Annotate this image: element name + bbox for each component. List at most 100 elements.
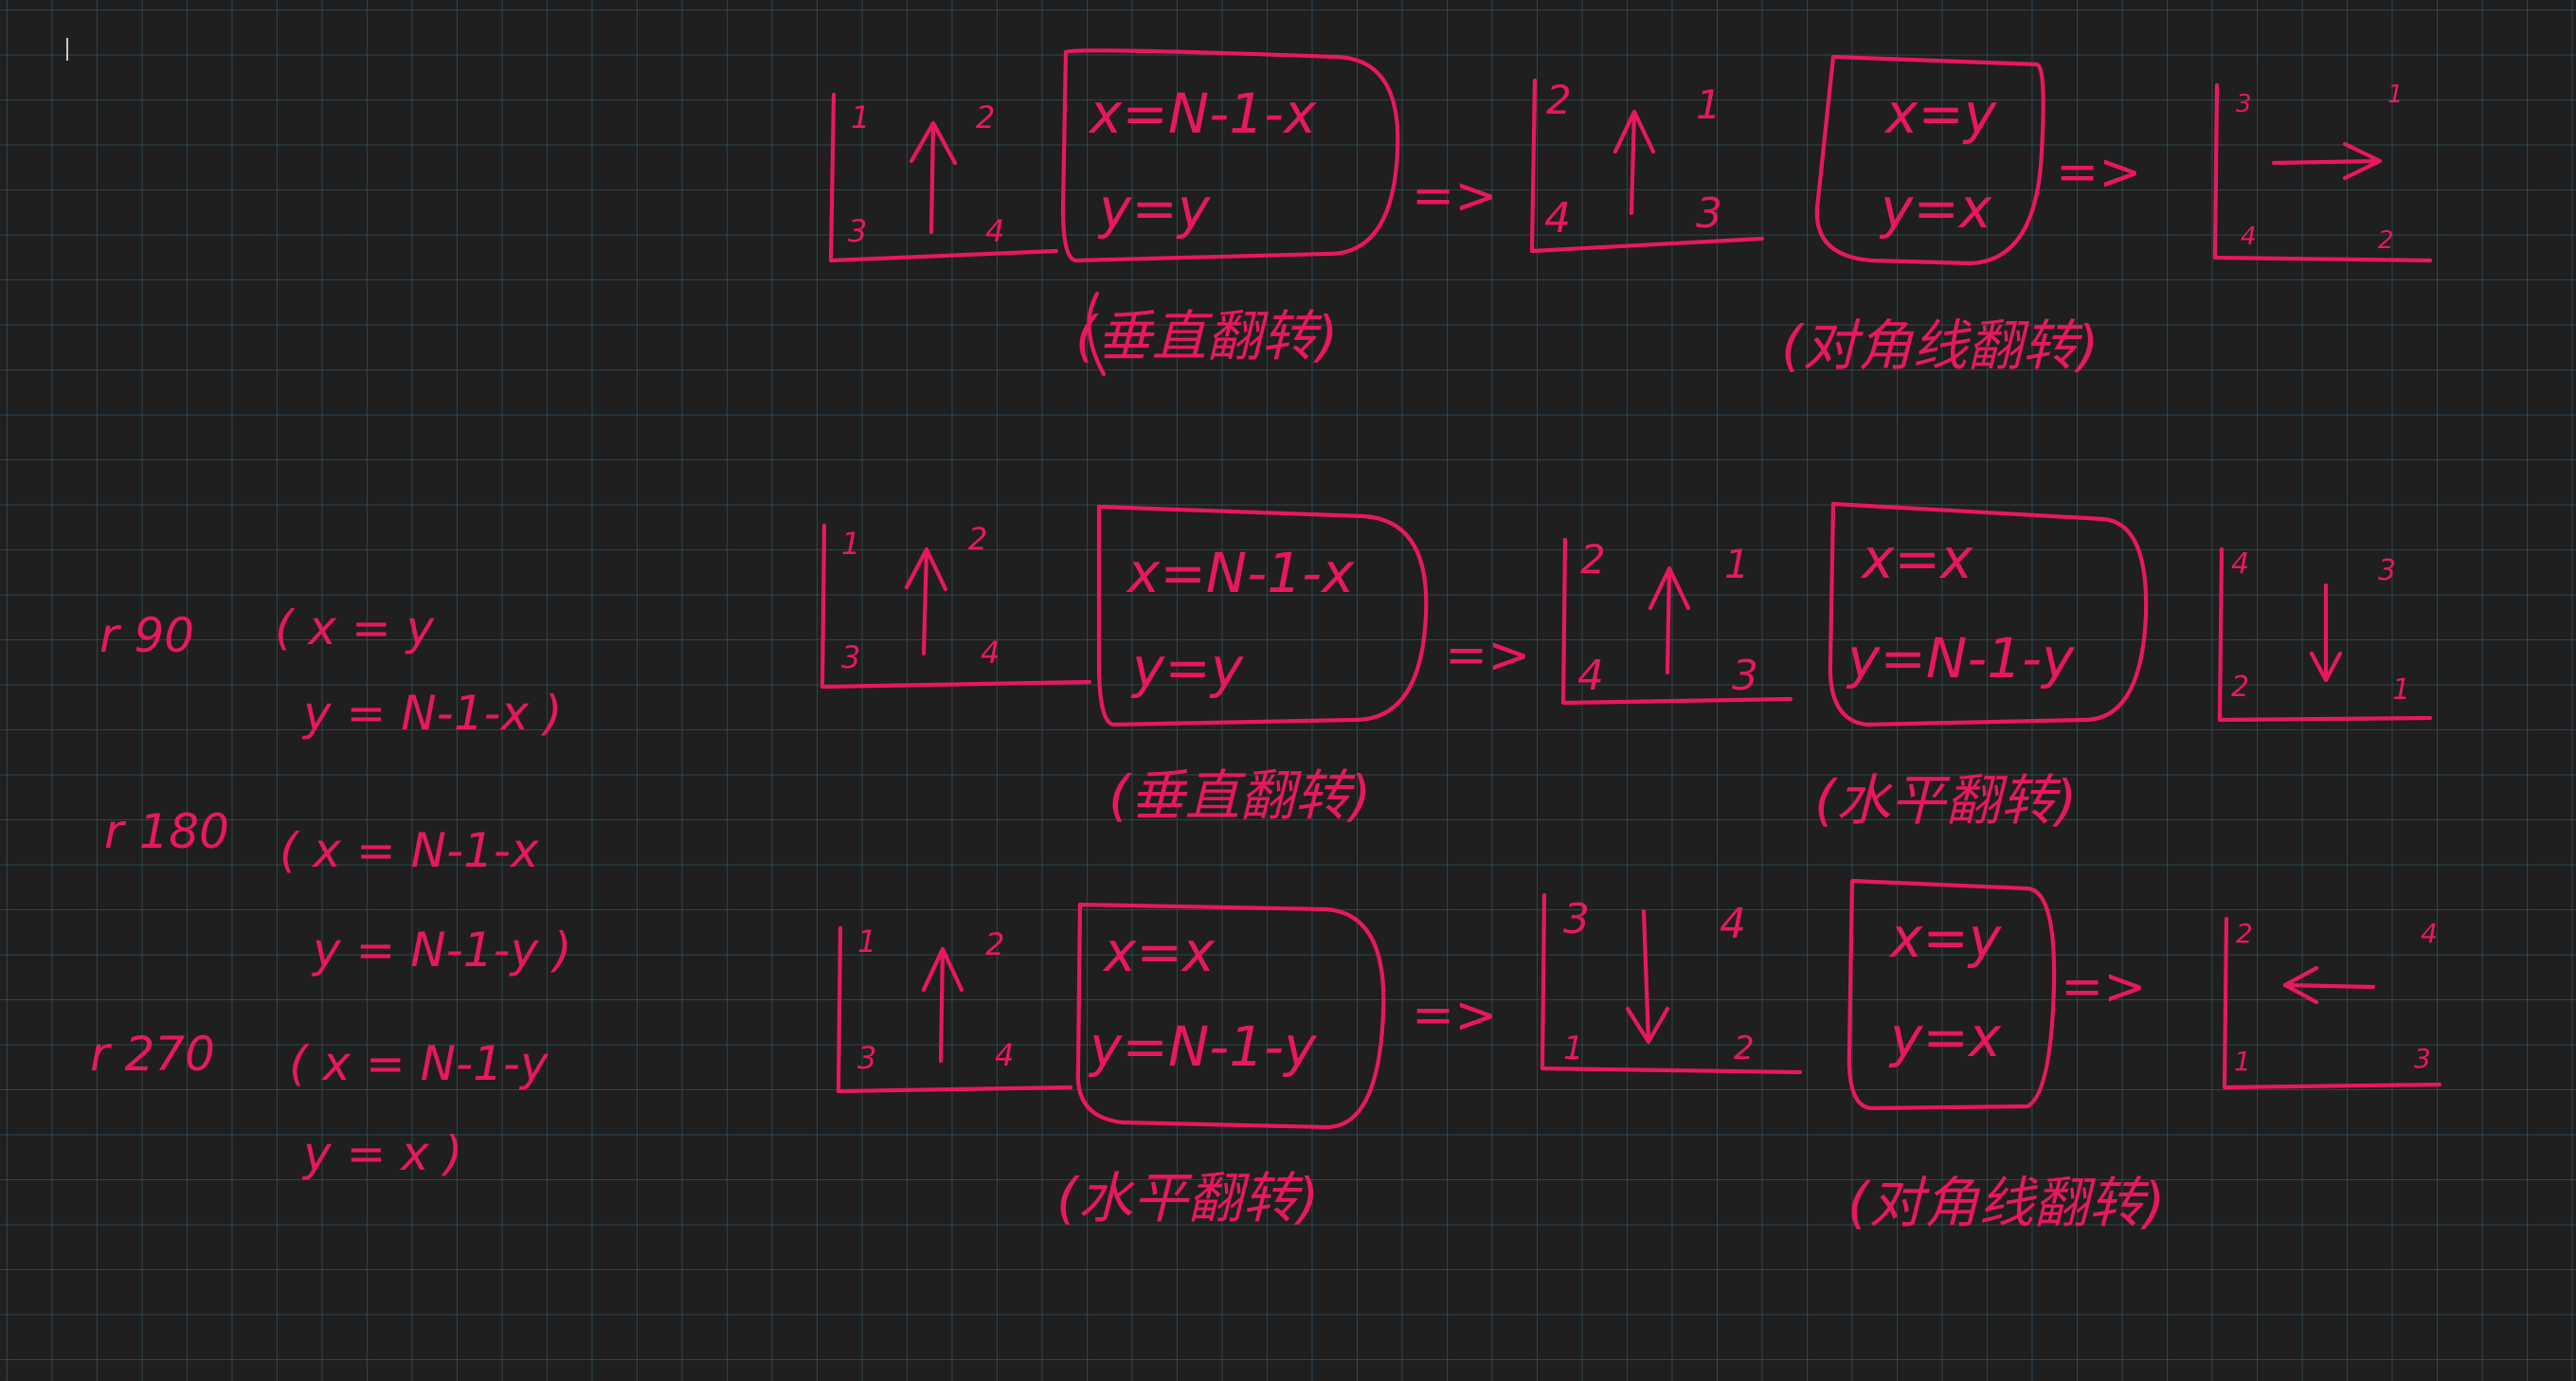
row-3-mid-matrix: 3 4 1 2 — [1540, 892, 1803, 1075]
row-1: 1 2 3 4 x=N-1-x y=y (垂直翻转) => 2 1 4 3 x=… — [828, 48, 2433, 378]
row-3-end-matrix: 2 4 1 3 — [2222, 916, 2442, 1090]
corner-bottom-left: 2 — [2231, 671, 2249, 704]
step1-caption: (垂直翻转) — [1075, 304, 1338, 368]
row-2: 1 2 3 4 x=N-1-x y=y (垂直翻转) => 2 1 4 3 x=… — [820, 501, 2433, 833]
implies-arrow: => — [1412, 985, 1498, 1045]
row-3-start-matrix: 1 2 3 4 — [836, 924, 1073, 1094]
corner-bottom-right: 3 — [1696, 189, 1722, 238]
corner-top-right: 2 — [985, 926, 1004, 962]
corner-bottom-right: 2 — [1734, 1030, 1755, 1067]
corner-top-right: 2 — [968, 521, 987, 557]
corner-bottom-right: 3 — [2414, 1043, 2431, 1074]
step1-line2: y=y — [1130, 636, 1244, 700]
corner-top-left: 1 — [851, 99, 870, 135]
matrix-bracket — [836, 925, 1073, 1094]
step2-line2: y=x — [1879, 176, 1992, 241]
row-2-step2: x=x y=N-1-y (水平翻转) — [1814, 501, 2149, 833]
row-3-step1: x=x y=N-1-y (水平翻转) — [1056, 902, 1386, 1230]
corner-top-right: 2 — [976, 99, 995, 135]
step1-line1: x=N-1-x — [1126, 541, 1355, 605]
corner-top-right: 3 — [2378, 554, 2396, 587]
caption-paren-left — [1087, 291, 1107, 377]
formula-r270-line2: y = x ) — [301, 1126, 462, 1181]
implies-arrow: => — [1445, 625, 1531, 685]
formula-box — [1846, 878, 2057, 1111]
corner-top-right: 4 — [1720, 900, 1746, 948]
row-2-end-matrix: 4 3 2 1 — [2217, 547, 2433, 723]
corner-bottom-left: 1 — [2234, 1046, 2251, 1077]
formula-box — [1075, 902, 1386, 1130]
matrix-bracket — [1529, 78, 1765, 254]
matrix-bracket — [1560, 537, 1793, 706]
formula-r90: r 90 ( x = y y = N-1-x ) — [99, 601, 563, 741]
step2-line2: y=x — [1888, 1005, 2002, 1069]
step1-line2: y=y — [1097, 176, 1211, 241]
matrix-bracket — [2222, 916, 2442, 1090]
corner-bottom-right: 1 — [2392, 673, 2410, 707]
corner-top-right: 1 — [1724, 541, 1750, 587]
arrow-up-icon — [904, 547, 948, 656]
corner-bottom-right: 4 — [981, 635, 1000, 671]
row-3: 1 2 3 4 x=x y=N-1-y (水平翻转) => 3 4 1 2 x=… — [836, 878, 2442, 1235]
step1-line1: x=x — [1102, 920, 1216, 984]
arrow-up-icon — [1612, 109, 1656, 216]
row-1-mid-matrix: 2 1 4 3 — [1529, 77, 1765, 254]
formula-r270-line1: ( x = N-1-y — [289, 1036, 549, 1091]
row-1-end-matrix: 3 1 4 2 — [2212, 81, 2433, 263]
corner-top-left: 4 — [2231, 547, 2249, 581]
step1-caption: (水平翻转) — [1056, 1166, 1319, 1230]
formula-box — [1060, 48, 1400, 263]
formula-box — [1096, 504, 1429, 727]
matrix-bracket — [820, 523, 1092, 690]
corner-top-left: 1 — [841, 526, 860, 562]
step2-caption: (对角线翻转) — [1847, 1171, 2165, 1235]
step2-line1: x=y — [1883, 81, 1997, 146]
formula-r270-label: r 270 — [90, 1027, 215, 1082]
corner-top-right: 1 — [2387, 81, 2404, 109]
formula-box — [1814, 54, 2045, 266]
arrow-left-icon — [2282, 965, 2376, 1005]
corner-top-right: 1 — [1696, 81, 1721, 128]
step2-caption: (水平翻转) — [1814, 768, 2077, 833]
formula-r90-line1: ( x = y — [275, 601, 436, 655]
formula-r180-line1: ( x = N-1-x — [279, 823, 539, 878]
implies-arrow: => — [1412, 166, 1498, 225]
row-2-start-matrix: 1 2 3 4 — [820, 521, 1092, 690]
row-1-start-matrix: 1 2 3 4 — [828, 92, 1059, 263]
arrow-up-icon — [1648, 565, 1691, 675]
formula-box — [1828, 501, 2149, 727]
row-2-step1: x=N-1-x y=y (垂直翻转) — [1096, 504, 1429, 828]
formula-r180-label: r 180 — [104, 804, 229, 859]
step1-line1: x=N-1-x — [1088, 81, 1317, 146]
corner-bottom-left: 1 — [1563, 1030, 1584, 1067]
corner-top-left: 3 — [1563, 895, 1590, 943]
corner-bottom-right: 4 — [985, 213, 1004, 249]
row-2-mid-matrix: 2 1 4 3 — [1560, 536, 1793, 706]
corner-top-left: 2 — [2236, 918, 2253, 949]
row-1-step2: x=y y=x (对角线翻转) — [1781, 54, 2099, 378]
corner-bottom-left: 3 — [841, 639, 860, 675]
corner-top-right: 4 — [2421, 918, 2438, 949]
corner-bottom-right: 4 — [995, 1037, 1014, 1073]
step1-line2: y=N-1-y — [1088, 1014, 1317, 1079]
arrow-up-icon — [921, 946, 964, 1064]
corner-bottom-left: 3 — [848, 213, 867, 249]
corner-bottom-right: 2 — [2378, 226, 2394, 255]
corner-top-left: 3 — [2236, 90, 2252, 118]
corner-bottom-left: 4 — [1577, 652, 1604, 700]
corner-top-left: 2 — [1580, 536, 1606, 583]
corner-top-left: 2 — [1546, 77, 1572, 123]
matrix-bracket — [2217, 547, 2433, 723]
corner-bottom-left: 4 — [1544, 194, 1571, 242]
formula-r180: r 180 ( x = N-1-x y = N-1-y ) — [104, 804, 572, 977]
formula-r180-line2: y = N-1-y ) — [311, 923, 572, 977]
matrix-bracket — [1540, 892, 1803, 1075]
formula-r270: r 270 ( x = N-1-y y = x ) — [90, 1027, 549, 1181]
row-1-step1: x=N-1-x y=y (垂直翻转) — [1060, 48, 1400, 377]
corner-bottom-right: 3 — [1732, 652, 1758, 700]
corner-bottom-left: 3 — [857, 1040, 876, 1076]
arrow-up-icon — [909, 120, 958, 235]
implies-arrow: => — [2061, 957, 2147, 1016]
corner-top-left: 1 — [857, 924, 876, 960]
